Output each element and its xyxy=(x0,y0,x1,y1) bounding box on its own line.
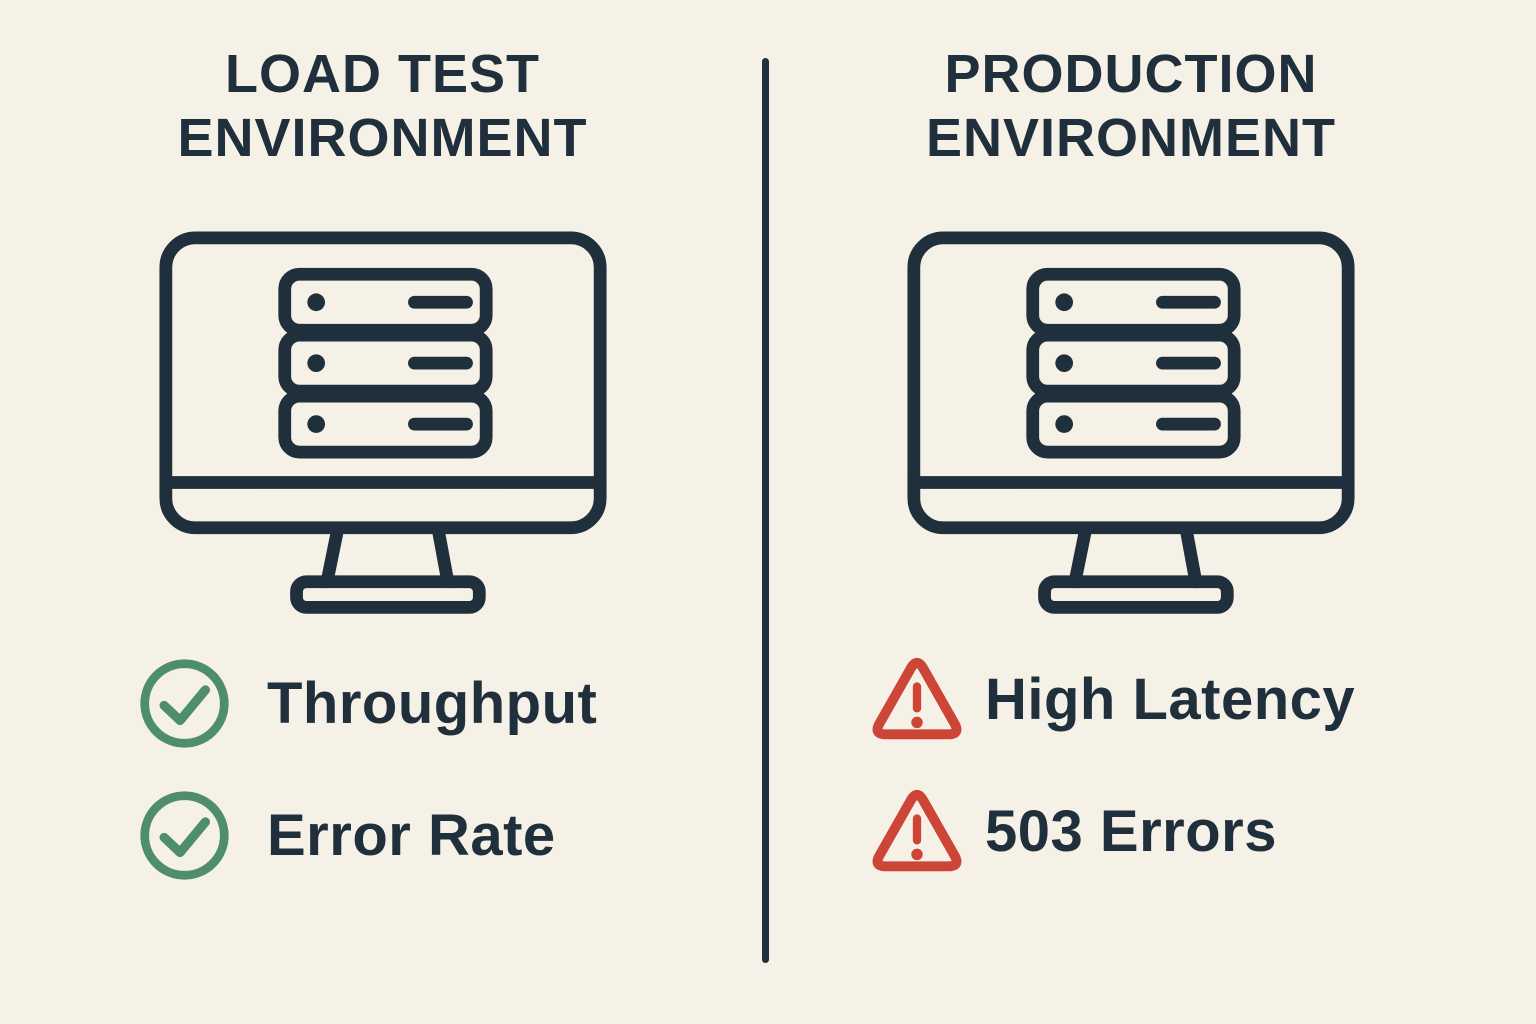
monitor-server-icon xyxy=(157,230,609,632)
right-title-line1: PRODUCTION xyxy=(944,44,1318,104)
metric-label: Error Rate xyxy=(267,802,556,868)
warning-triangle-icon xyxy=(865,779,969,883)
issue-label: High Latency xyxy=(985,666,1356,732)
check-circle-icon xyxy=(136,787,233,884)
load-test-panel: LOAD TEST ENVIRONMENT xyxy=(0,0,765,1024)
warning-triangle-icon xyxy=(865,647,969,751)
production-panel: PRODUCTION ENVIRONMENT xyxy=(771,0,1491,1024)
issue-row-503-errors: 503 Errors xyxy=(865,778,1491,884)
issue-label: 503 Errors xyxy=(985,798,1277,864)
right-panel-title: PRODUCTION ENVIRONMENT xyxy=(771,42,1491,170)
metric-row-error-rate: Error Rate xyxy=(136,782,765,888)
left-title-line2: ENVIRONMENT xyxy=(177,108,588,168)
left-metrics-list: Throughput Error Rate xyxy=(0,650,765,914)
right-issues-list: High Latency 503 Errors xyxy=(771,646,1491,910)
metric-row-throughput: Throughput xyxy=(136,650,765,756)
issue-row-high-latency: High Latency xyxy=(865,646,1491,752)
right-title-line2: ENVIRONMENT xyxy=(925,108,1336,168)
vertical-divider-line xyxy=(762,58,769,963)
monitor-server-icon xyxy=(905,230,1357,632)
check-circle-icon xyxy=(136,655,233,752)
left-panel-title: LOAD TEST ENVIRONMENT xyxy=(0,42,765,170)
metric-label: Throughput xyxy=(267,670,598,736)
left-title-line1: LOAD TEST xyxy=(225,44,540,104)
